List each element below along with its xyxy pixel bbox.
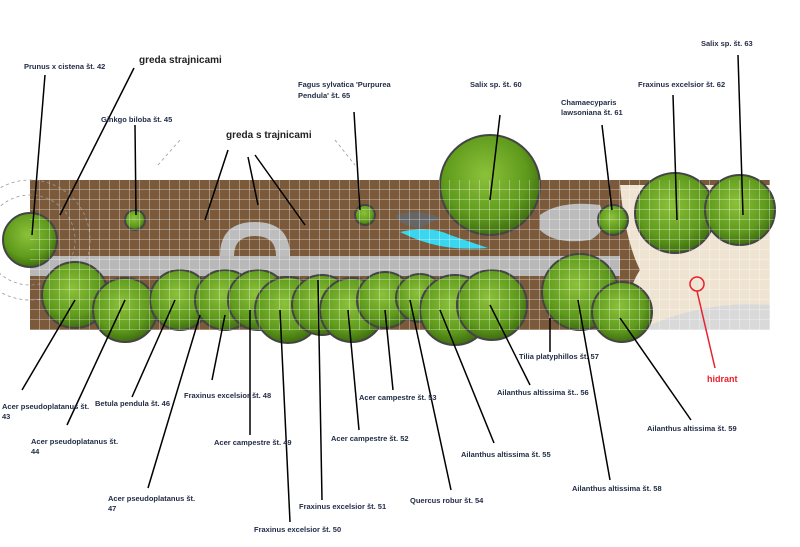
label-bed1: greda strajnicami: [139, 55, 222, 66]
hydrant-icon: [689, 276, 705, 292]
label-t43a: Acer pseudoplatanus št.: [2, 402, 90, 411]
label-t42: Prunus x cistena št. 42: [24, 62, 106, 71]
label-t56: Ailanthus altissima št.. 56: [497, 388, 589, 397]
label-t48: Fraxinus excelsior št. 48: [184, 391, 272, 400]
hydrant-leader: [696, 290, 716, 369]
label-t43b: 43: [2, 412, 11, 421]
leader-line: [147, 314, 201, 489]
label-t57: Tilia platyphillos št. 57: [519, 352, 599, 361]
leader-line: [737, 54, 744, 216]
leader-line: [31, 74, 46, 236]
label-t55: Ailanthus altissima št. 55: [461, 450, 551, 459]
label-t54: Quercus robur št. 54: [410, 496, 484, 505]
label-t62: Fraxinus excelsior št. 62: [638, 80, 726, 89]
leader-line: [619, 317, 692, 421]
label-t50: Fraxinus excelsior št. 50: [254, 525, 342, 534]
label-t61b: lawsoniana št. 61: [561, 108, 623, 117]
leader-line: [601, 124, 613, 211]
leader-line: [409, 299, 452, 491]
leader-line: [59, 67, 135, 216]
leader-line: [134, 124, 137, 216]
leader-line: [204, 149, 229, 221]
leader-line: [347, 309, 360, 431]
leader-line: [489, 114, 501, 201]
label-t49: Acer campestre št. 49: [214, 438, 292, 447]
leader-lines: [21, 54, 744, 523]
label-t44b: 44: [31, 447, 40, 456]
leader-line: [247, 156, 259, 206]
label-t51: Fraxinus excelsior št. 51: [299, 502, 387, 511]
leader-line: [254, 154, 306, 226]
label-t61a: Chamaecyparis: [561, 98, 617, 107]
leader-line: [279, 309, 291, 523]
leader-line: [384, 309, 394, 391]
leader-line: [577, 299, 611, 481]
leader-line: [21, 299, 76, 391]
label-t47b: 47: [108, 504, 117, 513]
leader-line: [66, 299, 126, 426]
label-hydrant: hidrant: [707, 374, 738, 384]
label-t63: Salix sp. št. 63: [701, 39, 753, 48]
leader-line: [439, 309, 495, 444]
label-bed2: greda s trajnicami: [226, 130, 312, 141]
label-t60: Salix sp. št. 60: [470, 80, 522, 89]
leader-line: [211, 314, 226, 381]
leader-line: [672, 94, 678, 221]
label-t46: Betula pendula št. 46: [95, 399, 171, 408]
label-t47a: Acer pseudoplatanus št.: [108, 494, 196, 503]
label-t44a: Acer pseudoplatanus št.: [31, 437, 119, 446]
grid-overlay: [30, 180, 780, 330]
leader-line: [489, 304, 531, 386]
label-t58: Ailanthus altissima št. 58: [572, 484, 662, 493]
label-t53: Acer campestre št. 53: [359, 393, 437, 402]
label-t65b: Pendula' št. 65: [298, 91, 351, 100]
leader-line: [131, 299, 176, 398]
leader-line: [317, 279, 323, 501]
leader-line: [353, 111, 361, 211]
label-t65a: Fagus sylvatica 'Purpurea: [298, 80, 391, 89]
label-t59: Ailanthus altissima št. 59: [647, 424, 737, 433]
label-t45: Ginkgo biloba št. 45: [101, 115, 173, 124]
label-t52: Acer campestre št. 52: [331, 434, 409, 443]
